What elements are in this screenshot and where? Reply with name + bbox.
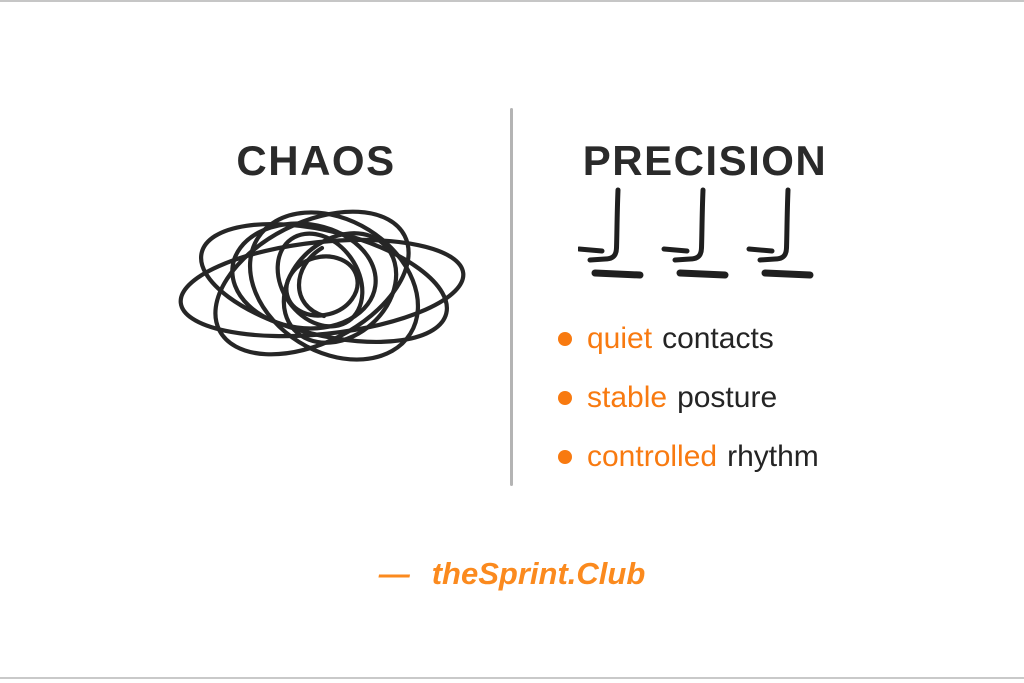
contact-mark [661, 187, 729, 279]
footer-credit: — theSprint.Club [0, 556, 1024, 592]
contact-mark [746, 187, 814, 279]
chaos-title: CHAOS [236, 137, 396, 185]
bottom-frame-line [0, 677, 1024, 679]
bullet-dot-icon [558, 331, 572, 346]
bullet-dot-icon [558, 449, 572, 464]
list-item: controlled rhythm [558, 436, 819, 477]
bullet-text: posture [677, 380, 778, 414]
precision-bullet-list: quiet contacts stable posture controlled… [558, 318, 819, 477]
bullet-dot-icon [558, 390, 572, 405]
precision-title: PRECISION [582, 137, 828, 185]
bullet-text: contacts [662, 321, 774, 355]
chaos-scribble-icon [178, 209, 466, 362]
bullet-highlight: controlled [587, 439, 718, 473]
list-item: quiet contacts [558, 318, 819, 359]
footer-brand: theSprint.Club [431, 556, 646, 591]
bullet-highlight: quiet [587, 321, 653, 355]
list-item: stable posture [558, 377, 819, 418]
bullet-highlight: stable [587, 380, 668, 414]
contact-mark [578, 187, 644, 279]
footer-dash: — [378, 556, 410, 591]
bullet-text: rhythm [727, 439, 819, 473]
top-frame-line [0, 0, 1024, 2]
ground-contact-marks-icon [578, 187, 814, 279]
column-divider [510, 108, 513, 486]
